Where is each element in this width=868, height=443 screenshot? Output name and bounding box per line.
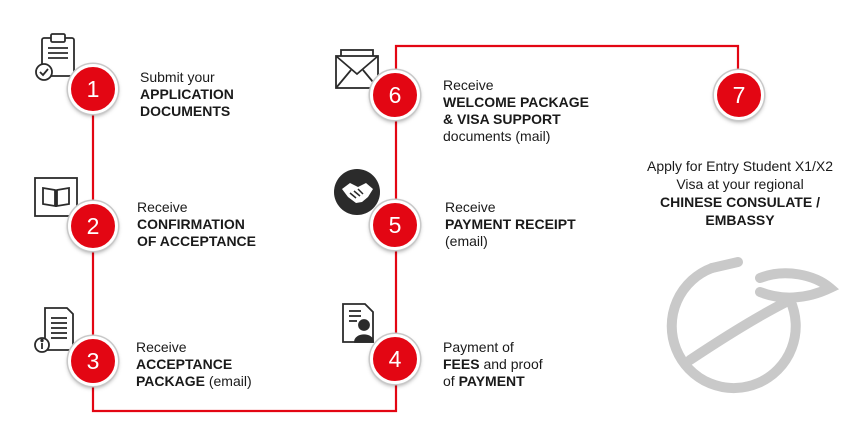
step-4-text: Payment of FEES and proof of PAYMENT (443, 339, 543, 390)
step-4-line-1: Payment of (443, 339, 514, 355)
step-2-circle: 2 (68, 201, 118, 251)
step-5-text: Receive PAYMENT RECEIPT (email) (445, 199, 576, 250)
step-7-line-2: Visa at your regional (676, 176, 804, 192)
step-1-text: Submit your APPLICATION DOCUMENTS (140, 69, 234, 120)
document-info-icon (33, 306, 77, 356)
step-7-line-3: CHINESE CONSULATE / (660, 194, 820, 210)
user-document-icon (335, 300, 381, 346)
step-6-text: Receive WELCOME PACKAGE & VISA SUPPORT d… (443, 77, 589, 145)
step-4-circle: 4 (370, 334, 420, 384)
step-3-line-1: Receive (136, 339, 187, 355)
step-2-line-2: CONFIRMATION (137, 216, 245, 232)
step-1-line-3: DOCUMENTS (140, 103, 231, 119)
step-4-line-2-light: and proof (479, 356, 543, 372)
step-6-line-2: WELCOME PACKAGE (443, 94, 589, 110)
clipboard-check-icon (34, 32, 84, 82)
step-5-line-3: (email) (445, 233, 488, 249)
step-5-line-1: Receive (445, 199, 496, 215)
step-1-line-1: Submit your (140, 69, 215, 85)
step-1-line-2: APPLICATION (140, 86, 234, 102)
step-6-circle: 6 (370, 70, 420, 120)
step-7-line-1: Apply for Entry Student X1/X2 (647, 158, 833, 174)
step-2-line-1: Receive (137, 199, 188, 215)
step-4-line-3-bold: PAYMENT (458, 373, 525, 389)
step-3-text: Receive ACCEPTANCE PACKAGE (email) (136, 339, 252, 390)
step-4-line-3-light: of (443, 373, 459, 389)
step-3-circle: 3 (68, 336, 118, 386)
step-2-line-3: OF ACCEPTANCE (137, 233, 256, 249)
step-3-line-3-bold: PACKAGE (136, 373, 205, 389)
step-7-line-4: EMBASSY (705, 212, 775, 228)
step-4-line-2-bold: FEES (443, 356, 480, 372)
handshake-icon (332, 167, 382, 217)
envelope-icon (333, 48, 381, 92)
step-6-line-3: & VISA SUPPORT (443, 111, 561, 127)
step-5-line-2: PAYMENT RECEIPT (445, 216, 576, 232)
step-2-text: Receive CONFIRMATION OF ACCEPTANCE (137, 199, 256, 250)
step-1-circle: 1 (68, 64, 118, 114)
step-5-circle: 5 (370, 200, 420, 250)
open-book-icon (33, 176, 79, 218)
plane-globe-logo (666, 257, 840, 394)
step-7-text: Apply for Entry Student X1/X2 Visa at yo… (630, 157, 850, 229)
step-3-line-2: ACCEPTANCE (136, 356, 233, 372)
step-6-line-4: documents (mail) (443, 128, 551, 144)
step-3-line-3-light: (email) (204, 373, 252, 389)
step-6-line-1: Receive (443, 77, 494, 93)
step-7-circle: 7 (714, 70, 764, 120)
